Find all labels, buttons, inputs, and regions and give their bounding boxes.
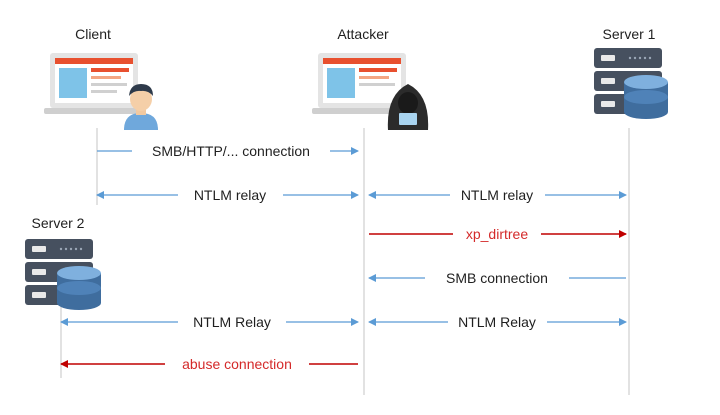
- message-label-2: NTLM relay: [461, 187, 533, 203]
- hacker-icon: [387, 84, 429, 130]
- server1-database-icon: [624, 75, 668, 119]
- user-icon: [124, 84, 158, 130]
- message-label-0: SMB/HTTP/... connection: [152, 143, 310, 159]
- actor-server1-label: Server 1: [603, 26, 656, 42]
- message-label-5: NTLM Relay: [193, 314, 271, 330]
- message-label-6: NTLM Relay: [458, 314, 536, 330]
- message-label-1: NTLM relay: [194, 187, 266, 203]
- attacker-laptop-icon: [312, 53, 412, 114]
- message-label-7: abuse connection: [182, 356, 292, 372]
- message-arrows: [60, 147, 627, 368]
- actor-attacker-label: Attacker: [337, 26, 389, 42]
- client-laptop-icon: [44, 53, 144, 114]
- actor-server2-label: Server 2: [32, 215, 85, 231]
- actor-client-label: Client: [75, 26, 111, 42]
- message-label-4: SMB connection: [446, 270, 548, 286]
- server2-database-icon: [57, 266, 101, 310]
- message-label-3: xp_dirtree: [466, 226, 528, 242]
